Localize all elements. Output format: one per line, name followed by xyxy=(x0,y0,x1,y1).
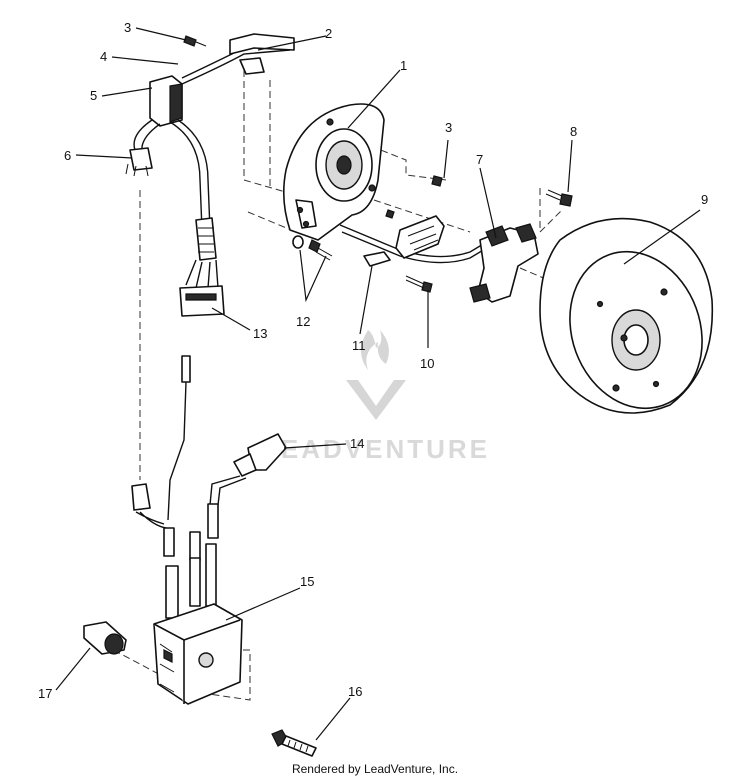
callout-10: 10 xyxy=(420,356,434,371)
leader-lines xyxy=(55,27,701,741)
callout-6: 6 xyxy=(64,148,71,163)
callout-7: 7 xyxy=(476,152,483,167)
callout-13: 13 xyxy=(253,326,267,341)
callout-12: 12 xyxy=(296,314,310,329)
stator-screws xyxy=(292,235,333,303)
spark-plug-cap xyxy=(131,355,287,529)
callout-1: 1 xyxy=(400,58,407,73)
ignition-coil xyxy=(153,503,243,705)
callout-4: 4 xyxy=(100,49,107,64)
harness-connector xyxy=(179,217,225,317)
spacer xyxy=(83,621,127,655)
callout-3-top: 3 xyxy=(124,20,131,35)
coil-bracket xyxy=(469,189,573,303)
callout-2: 2 xyxy=(325,26,332,41)
callout-11: 11 xyxy=(352,338,366,353)
wire-harness-top xyxy=(125,33,295,231)
callout-3-right: 3 xyxy=(445,120,452,135)
stator-plate xyxy=(282,103,385,241)
callout-14: 14 xyxy=(350,436,364,451)
callout-5: 5 xyxy=(90,88,97,103)
callout-labels: 2 3 4 5 6 1 3 8 7 9 13 12 11 10 14 15 16… xyxy=(38,20,708,701)
callout-17: 17 xyxy=(38,686,52,701)
footer-credit: Rendered by LeadVenture, Inc. xyxy=(291,762,459,776)
watermark-logo: LEADVENTURE xyxy=(262,330,490,464)
callout-15: 15 xyxy=(300,574,314,589)
callout-16: 16 xyxy=(348,684,362,699)
watermark-text: LEADVENTURE xyxy=(262,434,490,464)
mounting-bolt xyxy=(271,729,317,757)
flywheel xyxy=(539,217,714,414)
pulser-coil xyxy=(339,175,491,293)
callout-8: 8 xyxy=(570,124,577,139)
callout-9: 9 xyxy=(701,192,708,207)
